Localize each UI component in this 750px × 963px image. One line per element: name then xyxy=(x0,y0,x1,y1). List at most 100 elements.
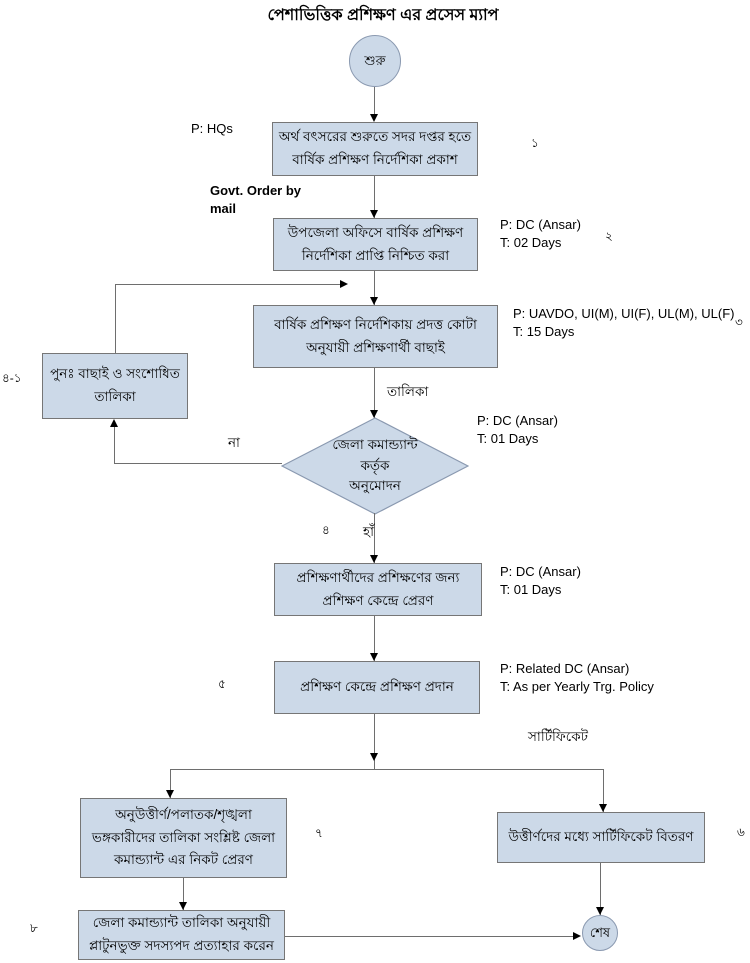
edge-label-list: তালিকা xyxy=(387,384,429,399)
box8-line2: প্লাটুনভুক্ত সদস্যপদ প্রত্যাহার করেন xyxy=(89,938,274,953)
box7-line2: ভঙ্গকারীদের তালিকা সংশ্লিষ্ট জেলা xyxy=(91,829,276,845)
connector-box1-box2 xyxy=(374,176,375,218)
box7-line3: কমান্ড্যান্ট এর নিকট প্রেরণ xyxy=(114,852,253,868)
process-box-distribute-certificates: উত্তীর্ণদের মধ্যে সার্টিফিকেট বিতরণ xyxy=(497,812,705,863)
arrow-up-icon xyxy=(110,419,118,427)
connector-no-v xyxy=(114,426,115,463)
start-terminal: শুরু xyxy=(349,35,401,87)
box8-line1: জেলা কমান্ড্যান্ট তালিকা অনুযায়ী xyxy=(92,915,271,931)
box5-meta: P: Related DC (Ansar) T: As per Yearly T… xyxy=(500,660,654,696)
box4-meta: P: DC (Ansar) T: 01 Days xyxy=(500,563,581,599)
process-box-provide-training: প্রশিক্ষণ কেন্দ্রে প্রশিক্ষণ প্রদান xyxy=(274,661,480,714)
process-box-withdraw-membership: জেলা কমান্ড্যান্ট তালিকা অনুযায়ী প্লাটু… xyxy=(78,910,285,960)
decision-line1: জেলা কমান্ড্যান্ট xyxy=(332,436,418,452)
box4-meta-t: T: 01 Days xyxy=(500,582,562,598)
connector-box6-end xyxy=(600,863,601,915)
connector-branch-right xyxy=(603,769,604,812)
decision-line3: অনুমোদন xyxy=(349,478,401,494)
box2-meta-t: T: 02 Days xyxy=(500,235,562,251)
end-label: শেষ xyxy=(589,925,611,941)
diamond-shape-icon xyxy=(281,417,469,515)
process-box-publish-directive: অর্থ বৎসরের শুরুতে সদর দপ্তর হতে বার্ষিক… xyxy=(272,122,478,176)
connector-box4-box5 xyxy=(374,616,375,661)
arrow-right-icon xyxy=(573,932,581,940)
edge-label-no: না xyxy=(228,435,240,450)
process-box-select-trainees: বার্ষিক প্রশিক্ষণ নির্দেশিকায় প্রদত্ত ক… xyxy=(253,305,498,368)
box4-meta-p: P: DC (Ansar) xyxy=(500,564,581,579)
decision-line2: কর্তৃক xyxy=(360,457,390,473)
arrow-down-icon xyxy=(370,410,378,418)
box2-line1: উপজেলা অফিসে বার্ষিক প্রশিক্ষণ xyxy=(287,224,464,240)
arrow-down-icon xyxy=(599,804,607,812)
step-number-4: ৪ xyxy=(322,523,330,537)
arrow-down-icon xyxy=(370,210,378,218)
connector-box5-branch xyxy=(374,714,375,769)
arrow-down-icon xyxy=(370,555,378,563)
step-number-4-1: ৪-১ xyxy=(2,371,22,385)
box2-meta-p: P: DC (Ansar) xyxy=(500,217,581,232)
connector-branch-left xyxy=(170,769,171,798)
connector-box7-box8 xyxy=(183,878,184,910)
process-box-failed-list: অনুউত্তীর্ণ/পলাতক/শৃঙ্খলা ভঙ্গকারীদের তা… xyxy=(80,798,287,878)
step-number-5: ৫ xyxy=(218,677,226,691)
box3-meta-p: P: UAVDO, UI(M), UI(F), UL(M), UL(F) xyxy=(513,306,735,321)
box5-meta-p: P: Related DC (Ansar) xyxy=(500,661,630,676)
connector-start-box1 xyxy=(374,87,375,115)
process-box-confirm-receipt: উপজেলা অফিসে বার্ষিক প্রশিক্ষণ নির্দেশিক… xyxy=(273,218,478,271)
step-number-2: ২ xyxy=(605,229,613,243)
connector-box2-box3 xyxy=(374,271,375,305)
edge-label-certificate: সার্টিফিকেট xyxy=(528,729,589,744)
page-title: পেশাভিত্তিক প্রশিক্ষণ এর প্রসেস ম্যাপ xyxy=(267,7,499,24)
arrow-down-icon xyxy=(370,653,378,661)
arrow-down-icon xyxy=(370,753,378,761)
process-box-send-to-center: প্রশিক্ষণার্থীদের প্রশিক্ষণের জন্য প্রশি… xyxy=(274,563,482,616)
rework-line1: পুনঃ বাছাই ও সংশোধিত xyxy=(50,366,180,382)
step-number-3: ৩ xyxy=(735,315,743,329)
box3-line2: অনুযায়ী প্রশিক্ষণার্থী বাছাই xyxy=(306,339,445,355)
decision-meta-t: T: 01 Days xyxy=(477,431,539,447)
step-number-1: ১ xyxy=(531,136,539,150)
connector-branch-h xyxy=(170,769,603,770)
actor-hqs-label: P: HQs xyxy=(191,121,233,136)
connector-box3-decision xyxy=(374,368,375,418)
box7-line1: অনুউত্তীর্ণ/পলাতক/শৃঙ্খলা xyxy=(115,806,252,822)
arrow-down-icon xyxy=(179,902,187,910)
govt-order-label: Govt. Order by mail xyxy=(210,182,301,218)
decision-meta: P: DC (Ansar) T: 01 Days xyxy=(477,412,558,448)
decision-text: জেলা কমান্ড্যান্ট কর্তৃক অনুমোদন xyxy=(281,417,469,515)
step-number-7: ৭ xyxy=(315,826,323,840)
edge-label-yes: হাঁ xyxy=(363,524,375,539)
rework-line2: তালিকা xyxy=(94,389,136,404)
box5-meta-t: T: As per Yearly Trg. Policy xyxy=(500,679,654,695)
arrow-down-icon xyxy=(166,790,174,798)
box3-line1: বার্ষিক প্রশিক্ষণ নির্দেশিকায় প্রদত্ত ক… xyxy=(274,316,477,332)
step-number-6: ৬ xyxy=(737,825,745,839)
arrow-right-icon xyxy=(340,280,348,288)
connector-rework-feedback-v xyxy=(115,284,116,353)
step-number-8: ৮ xyxy=(30,921,38,935)
connector-box8-end xyxy=(285,936,574,937)
process-box-rework-list: পুনঃ বাছাই ও সংশোধিত তালিকা xyxy=(42,353,188,419)
govt-order-line2: mail xyxy=(210,201,237,217)
arrow-down-icon xyxy=(370,297,378,305)
connector-no-h xyxy=(114,463,282,464)
box6-line1: উত্তীর্ণদের মধ্যে সার্টিফিকেট বিতরণ xyxy=(508,829,694,845)
start-label: শুরু xyxy=(364,53,386,69)
box2-line2: নির্দেশিকা প্রাপ্তি নিশ্চিত করা xyxy=(301,247,450,263)
decision-diamond: জেলা কমান্ড্যান্ট কর্তৃক অনুমোদন xyxy=(281,417,469,515)
box5-line1: প্রশিক্ষণ কেন্দ্রে প্রশিক্ষণ প্রদান xyxy=(300,679,454,695)
govt-order-line1: Govt. Order by xyxy=(210,183,302,198)
connector-rework-feedback-h xyxy=(115,284,341,285)
arrow-down-icon xyxy=(596,907,604,915)
decision-meta-p: P: DC (Ansar) xyxy=(477,413,558,428)
box2-meta: P: DC (Ansar) T: 02 Days xyxy=(500,216,581,252)
end-terminal: শেষ xyxy=(582,915,618,951)
box1-line1: অর্থ বৎসরের শুরুতে সদর দপ্তর হতে xyxy=(278,129,472,145)
box4-line1: প্রশিক্ষণার্থীদের প্রশিক্ষণের জন্য xyxy=(296,569,460,585)
box1-line2: বার্ষিক প্রশিক্ষণ নির্দেশিকা প্রকাশ xyxy=(292,152,458,167)
arrow-down-icon xyxy=(370,114,378,122)
box3-meta-t: T: 15 Days xyxy=(513,324,575,340)
connector-decision-box4 xyxy=(374,513,375,563)
box4-line2: প্রশিক্ষণ কেন্দ্রে প্রেরণ xyxy=(322,592,434,608)
